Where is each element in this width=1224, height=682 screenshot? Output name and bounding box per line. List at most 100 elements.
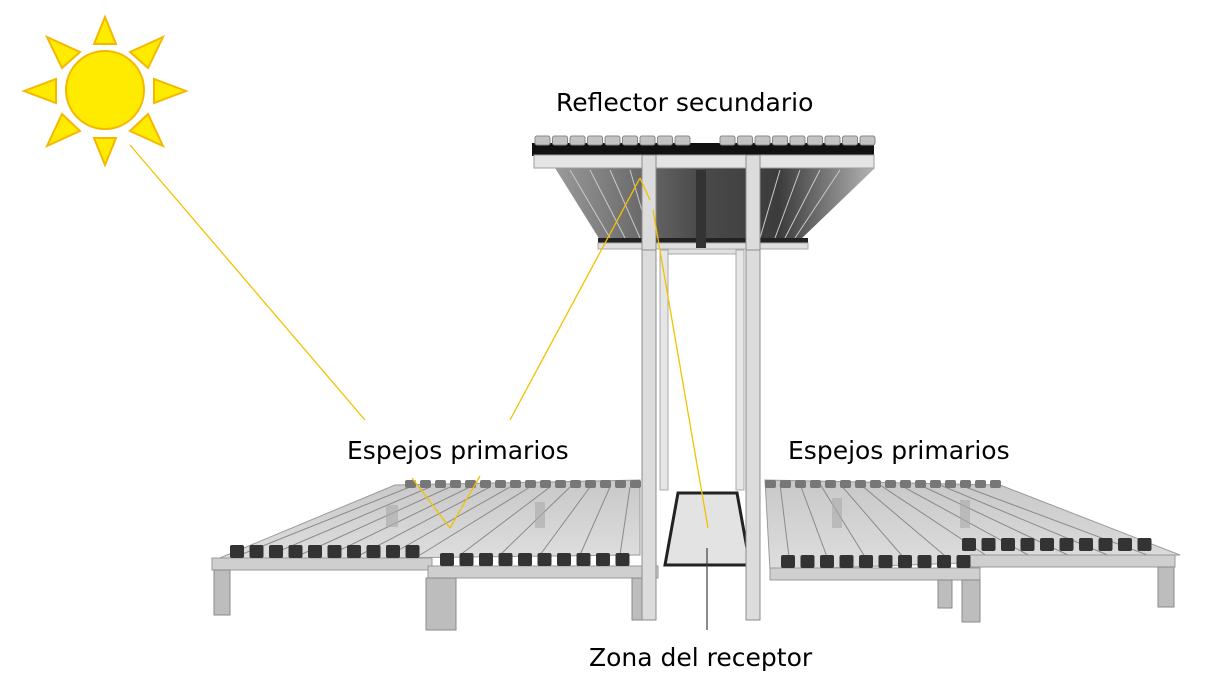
- mirror-drive-unit: [435, 480, 446, 488]
- mirror-drive-unit: [480, 480, 491, 488]
- mirror-drive-unit: [859, 555, 873, 568]
- mirror-drive-unit: [615, 553, 630, 566]
- mirror-drive-unit: [917, 555, 932, 568]
- mirror-drive-unit: [288, 545, 303, 558]
- secondary-reflector-segment: [842, 135, 858, 146]
- mirror-drive-unit: [405, 545, 420, 558]
- secondary-reflector-segment: [639, 135, 656, 146]
- mirror-drive-unit: [840, 480, 851, 488]
- mirror-drive-unit: [630, 480, 641, 488]
- mirror-drive-unit: [1040, 538, 1054, 551]
- mirror-drive-unit: [576, 553, 591, 566]
- mirror-drive-unit: [1098, 538, 1113, 551]
- mirror-drive-unit: [1001, 538, 1015, 551]
- mirror-drive-unit: [825, 480, 836, 488]
- mirror-drive-unit: [249, 545, 264, 558]
- mirror-drive-unit: [962, 538, 976, 551]
- secondary-reflector: [532, 135, 876, 251]
- mirror-drive-unit: [1020, 538, 1035, 551]
- label-primary-mirrors-left: Espejos primarios: [347, 436, 569, 465]
- mirror-drive-unit: [555, 480, 566, 488]
- mirror-drive-unit: [525, 480, 536, 488]
- secondary-reflector-segment: [754, 135, 771, 146]
- mirror-drive-unit: [495, 480, 506, 488]
- secondary-reflector-segment: [569, 135, 586, 146]
- label-receiver-zone: Zona del receptor: [589, 643, 813, 672]
- sun-rays: [129, 144, 709, 529]
- mirror-drive-unit: [956, 555, 971, 568]
- label-primary-mirrors-right: Espejos primarios: [788, 436, 1010, 465]
- mirror-drive-unit: [498, 553, 513, 566]
- secondary-reflector-segment: [534, 135, 551, 146]
- ray-to-secondary-left: [509, 177, 641, 421]
- mirror-drive-unit: [960, 480, 971, 488]
- mirror-drive-unit: [765, 480, 776, 488]
- mirror-drive-unit: [975, 480, 986, 488]
- ray-secondary-reflection: [639, 177, 651, 201]
- mirror-drive-unit: [540, 480, 551, 488]
- mirror-drive-unit: [937, 555, 951, 568]
- mirror-drive-unit: [1118, 538, 1132, 551]
- secondary-reflector-segment: [737, 135, 753, 146]
- mirror-drive-unit: [820, 555, 834, 568]
- support-tower: [641, 164, 761, 621]
- mirror-drive-unit: [570, 480, 581, 488]
- ray-incident-left: [129, 144, 366, 421]
- secondary-reflector-segment: [552, 135, 568, 146]
- mirror-drive-unit: [465, 480, 476, 488]
- mirror-drive-unit: [600, 480, 611, 488]
- mirror-drive-unit: [510, 480, 521, 488]
- mirror-drive-unit: [1137, 538, 1152, 551]
- mirror-drive-unit: [990, 480, 1001, 488]
- mirror-drive-unit: [945, 480, 956, 488]
- mirror-drive-unit: [450, 480, 461, 488]
- mirror-drive-unit: [557, 553, 571, 566]
- secondary-reflector-segment: [807, 135, 823, 146]
- mirror-drive-unit: [839, 555, 854, 568]
- primary-mirror-field-left: [211, 479, 659, 631]
- mirror-drive-unit: [596, 553, 610, 566]
- mirror-drive-unit: [440, 553, 454, 566]
- secondary-reflector-segment: [657, 135, 673, 146]
- secondary-reflector-segment: [587, 135, 603, 146]
- mirror-drive-unit: [810, 480, 821, 488]
- mirror-drive-unit: [386, 545, 400, 558]
- mirror-drive-unit: [795, 480, 806, 488]
- sun-icon: [21, 14, 189, 168]
- mirror-drive-unit: [405, 480, 416, 488]
- ray-primary-v-left: [411, 477, 451, 529]
- mirror-drive-unit: [420, 480, 431, 488]
- mirror-drive-unit: [870, 480, 881, 488]
- secondary-reflector-segment: [604, 135, 621, 146]
- primary-mirror-field-right: [764, 479, 1181, 623]
- secondary-reflector-segment: [789, 135, 806, 146]
- secondary-reflector-segment: [824, 135, 841, 146]
- mirror-drive-unit: [230, 545, 244, 558]
- mirror-drive-unit: [930, 480, 941, 488]
- mirror-drive-unit: [269, 545, 283, 558]
- mirror-drive-unit: [1059, 538, 1074, 551]
- mirror-drive-unit: [459, 553, 474, 566]
- secondary-reflector-segment: [622, 135, 638, 146]
- mirror-drive-unit: [800, 555, 815, 568]
- mirror-drive-unit: [585, 480, 596, 488]
- mirror-drive-unit: [308, 545, 322, 558]
- mirror-drive-unit: [518, 553, 532, 566]
- mirror-drive-unit: [1079, 538, 1093, 551]
- mirror-drive-unit: [347, 545, 361, 558]
- mirror-drive-unit: [366, 545, 381, 558]
- mirror-drive-unit: [915, 480, 926, 488]
- mirror-drive-unit: [781, 555, 795, 568]
- secondary-reflector-segment: [772, 135, 788, 146]
- ray-primary-v-right: [449, 475, 481, 529]
- secondary-reflector-segment: [859, 135, 876, 146]
- mirror-drive-unit: [327, 545, 342, 558]
- mirror-drive-unit: [615, 480, 626, 488]
- mirror-drive-unit: [878, 555, 893, 568]
- mirror-drive-unit: [885, 480, 896, 488]
- mirror-drive-unit: [855, 480, 866, 488]
- mirror-drive-unit: [898, 555, 912, 568]
- mirror-drive-unit: [537, 553, 552, 566]
- mirror-drive-unit: [981, 538, 996, 551]
